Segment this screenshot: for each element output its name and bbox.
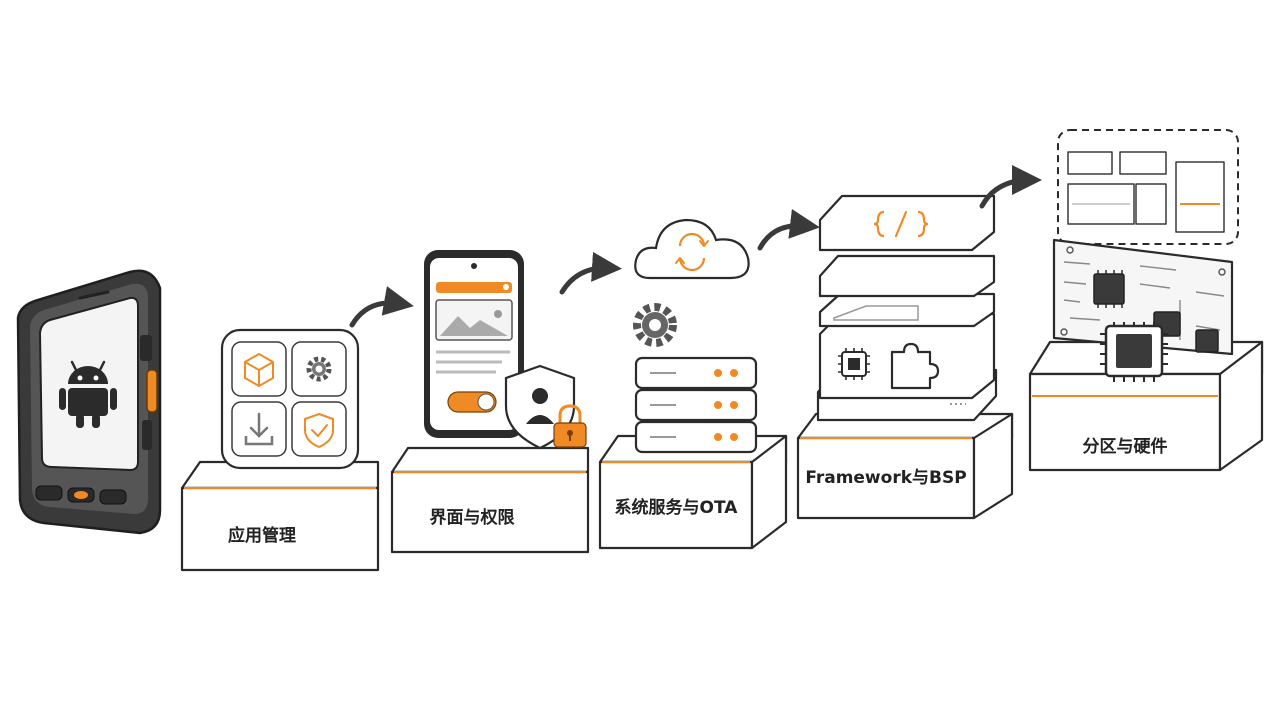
upper-layer bbox=[818, 254, 996, 298]
processor-chip-icon bbox=[1100, 322, 1168, 382]
stage-4-label: Framework与BSP bbox=[805, 468, 966, 488]
stage-5-pedestal: 分区与硬件 bbox=[1028, 340, 1264, 472]
chip-icon bbox=[1195, 329, 1219, 353]
server-rack-icon bbox=[634, 356, 758, 454]
stage-1-pedestal: 应用管理 bbox=[180, 460, 380, 572]
padlock-icon bbox=[553, 404, 587, 448]
stage-4-pedestal: Framework与BSP bbox=[796, 412, 1014, 520]
code-icon bbox=[873, 210, 929, 238]
cloud-icon bbox=[634, 218, 750, 280]
gear-icon bbox=[633, 303, 677, 347]
stage-5-label: 分区与硬件 bbox=[1083, 436, 1168, 457]
partition-table-icon bbox=[1057, 129, 1239, 245]
download-icon bbox=[244, 412, 274, 446]
middle-layer bbox=[818, 292, 996, 328]
rugged-android-device bbox=[16, 269, 162, 535]
layer-stack-icon bbox=[816, 194, 998, 422]
top-layer bbox=[818, 194, 996, 252]
circuit-board-icon bbox=[1052, 238, 1234, 382]
puzzle-icon bbox=[890, 342, 940, 390]
hardware-buttons bbox=[35, 485, 127, 505]
arrow-2 bbox=[559, 251, 622, 295]
chip-icon bbox=[838, 348, 870, 380]
stage-1-label: 应用管理 bbox=[228, 525, 296, 546]
arrow-4 bbox=[979, 165, 1042, 209]
phone-permission-icon bbox=[424, 250, 587, 450]
stage-2-pedestal: 界面与权限 bbox=[390, 446, 590, 554]
stage-3-label: 系统服务与OTA bbox=[615, 497, 739, 518]
toggle-icon bbox=[447, 391, 497, 413]
app-grid-icon bbox=[220, 328, 360, 470]
chip-icon bbox=[1093, 270, 1125, 308]
stage-2-label: 界面与权限 bbox=[430, 507, 515, 528]
cube-icon bbox=[244, 352, 274, 388]
arrow-3 bbox=[757, 209, 820, 251]
gear-icon bbox=[306, 356, 332, 382]
arrow-1 bbox=[349, 286, 414, 328]
shield-check-icon bbox=[304, 412, 334, 449]
hardware-layer bbox=[818, 312, 996, 400]
android-robot-icon bbox=[59, 360, 117, 428]
cloud-server-icon bbox=[633, 218, 758, 454]
